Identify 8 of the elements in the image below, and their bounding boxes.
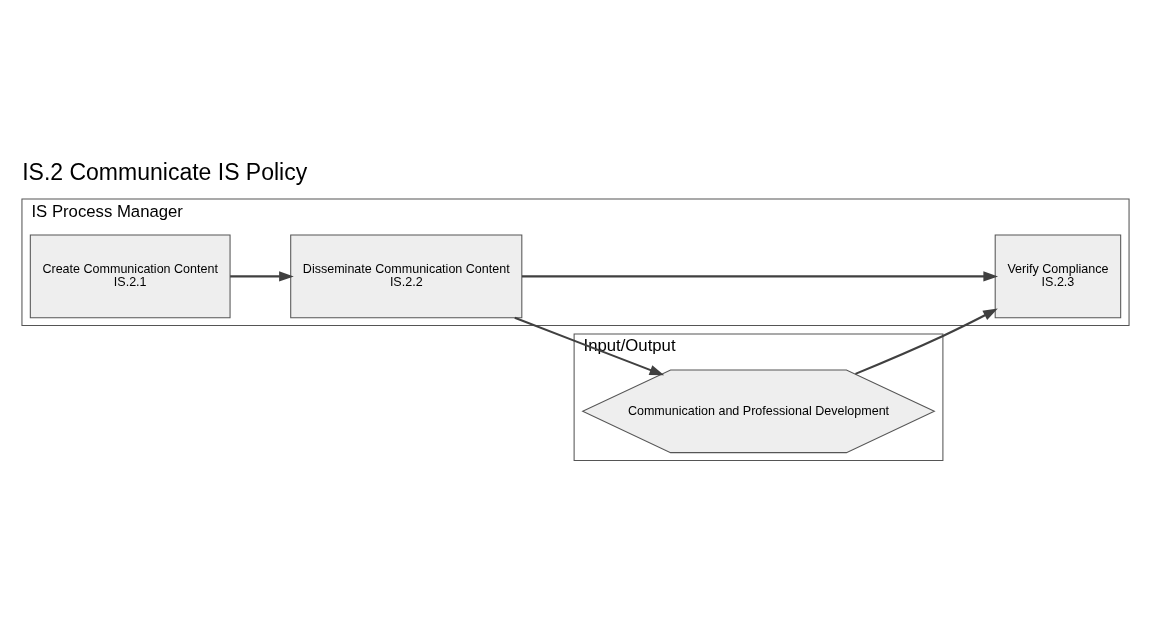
arrow <box>855 308 998 375</box>
diagram-title: IS.2 Communicate IS Policy <box>22 158 308 185</box>
arrow <box>230 270 294 282</box>
node-box: Create Communication Content IS.2.1 <box>29 234 231 318</box>
node-box: Disseminate Communication Content IS.2.2 <box>290 234 523 318</box>
arrow <box>521 270 999 282</box>
node-box: Verify Compliance IS.2.3 <box>994 234 1122 318</box>
arrow <box>514 316 665 375</box>
